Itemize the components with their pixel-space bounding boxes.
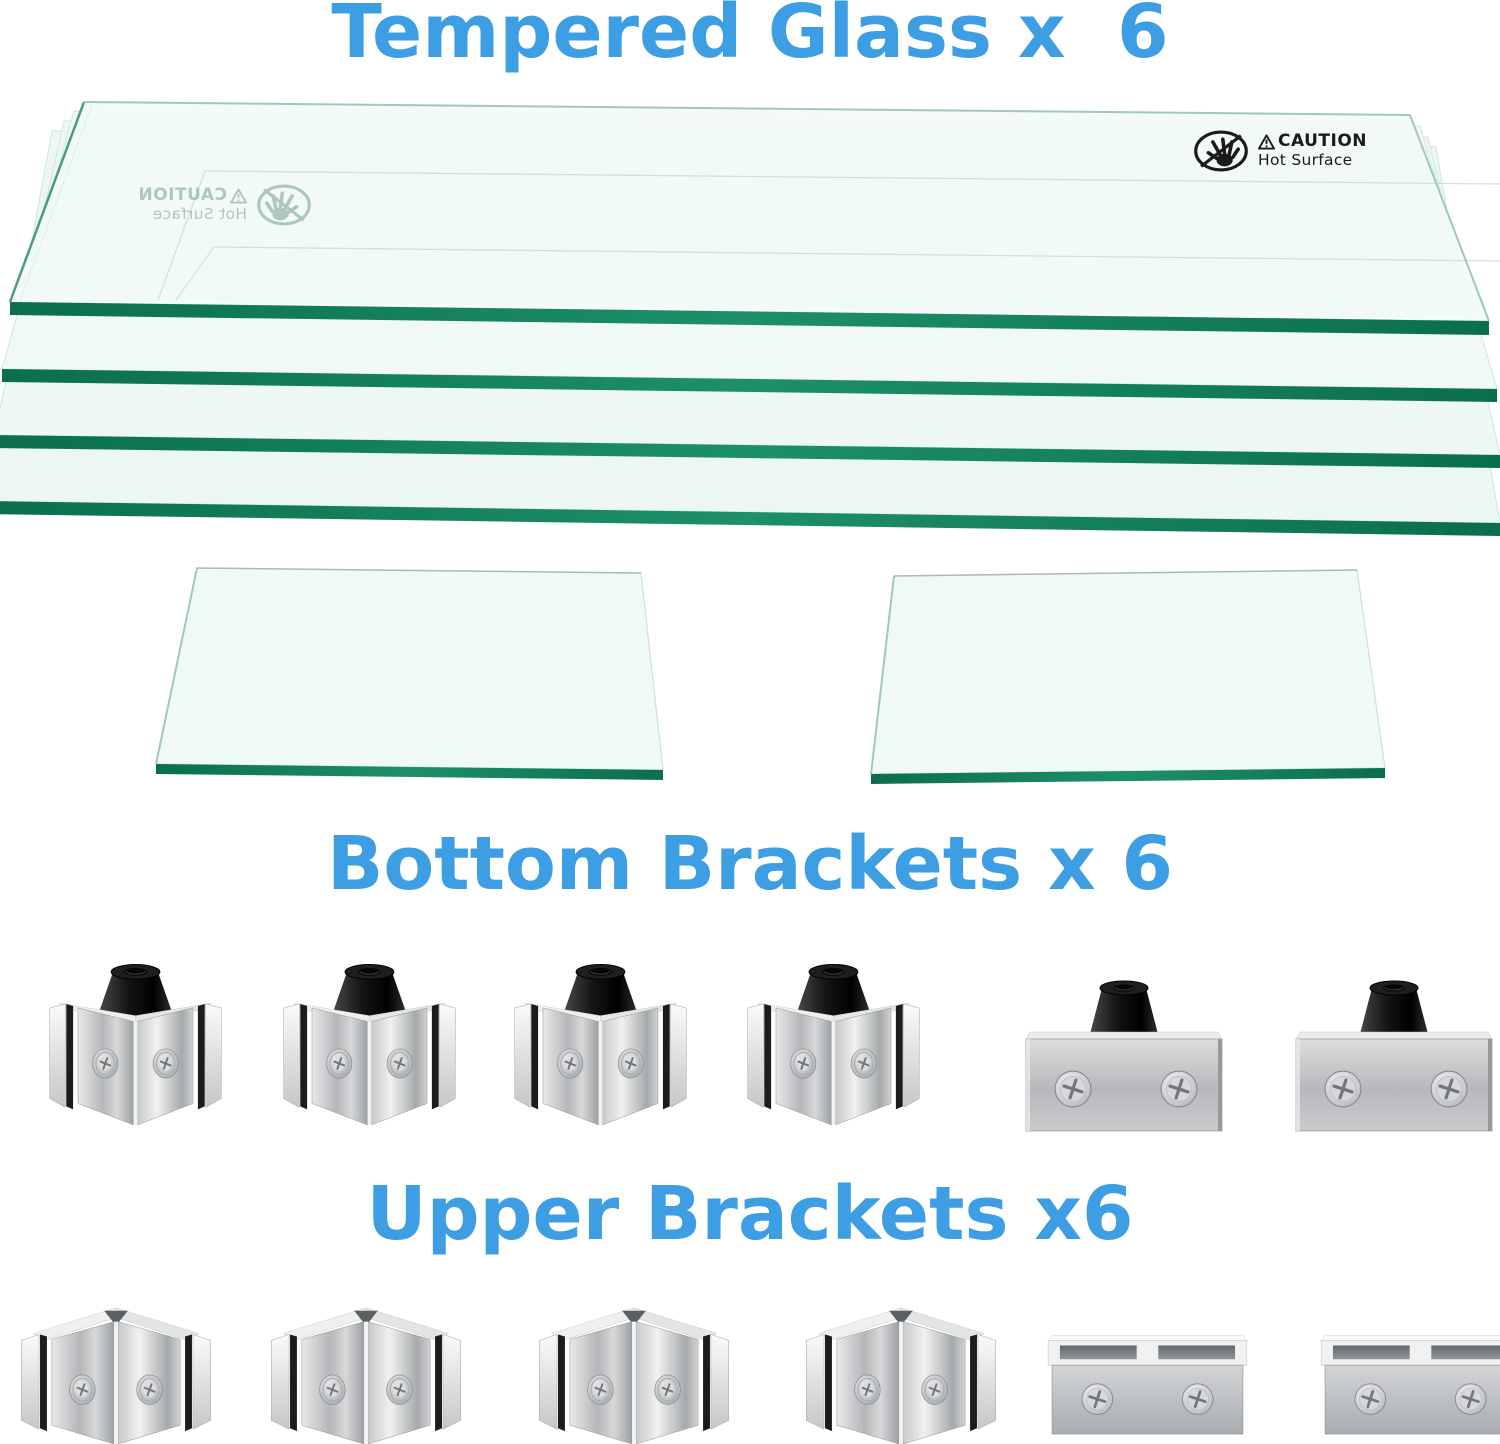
upper-bracket-corner: [252, 1296, 480, 1444]
glass-panel-1: [8, 101, 1500, 335]
no-touch-hand-icon: [1194, 130, 1248, 172]
tempered-glass-stack: [0, 101, 1500, 536]
warning-triangle-icon: [1258, 133, 1275, 150]
caution-label-mirrored: CAUTION Hot Surface: [138, 184, 312, 226]
small-glass-panels: [155, 567, 1386, 784]
upper-brackets-row: [0, 1292, 1500, 1437]
bottom-bracket-corner: [503, 960, 698, 1128]
caution-hot-surface-label: CAUTION Hot Surface: [1193, 130, 1367, 172]
upper-bracket-corner: [2, 1296, 230, 1444]
caution-word: CAUTION: [1278, 131, 1368, 151]
heading-upper-brackets: Upper Brackets x6: [366, 1171, 1134, 1257]
small-glass-left: [155, 567, 664, 780]
bottom-bracket-corner: [736, 960, 931, 1128]
bottom-bracket-flat: [1284, 976, 1500, 1136]
no-touch-hand-icon: [257, 184, 311, 226]
upper-bracket-corner: [787, 1296, 1015, 1444]
upper-bracket-flat: [1313, 1314, 1500, 1436]
upper-bracket-flat: [1040, 1314, 1255, 1436]
caution-subtitle: Hot Surface: [152, 205, 248, 223]
bottom-bracket-flat: [1014, 976, 1234, 1136]
upper-bracket-corner: [520, 1296, 748, 1444]
heading-bottom-brackets: Bottom Brackets x 6: [327, 821, 1173, 907]
small-glass-right: [870, 569, 1386, 784]
bottom-bracket-corner: [38, 960, 233, 1128]
caution-subtitle: Hot Surface: [1258, 151, 1353, 169]
bottom-bracket-corner: [272, 960, 467, 1128]
warning-triangle-icon: [230, 187, 248, 204]
bottom-brackets-row: [0, 958, 1500, 1140]
caution-word: CAUTION: [138, 185, 228, 205]
heading-tempered-glass: Tempered Glass x 6: [331, 0, 1169, 75]
